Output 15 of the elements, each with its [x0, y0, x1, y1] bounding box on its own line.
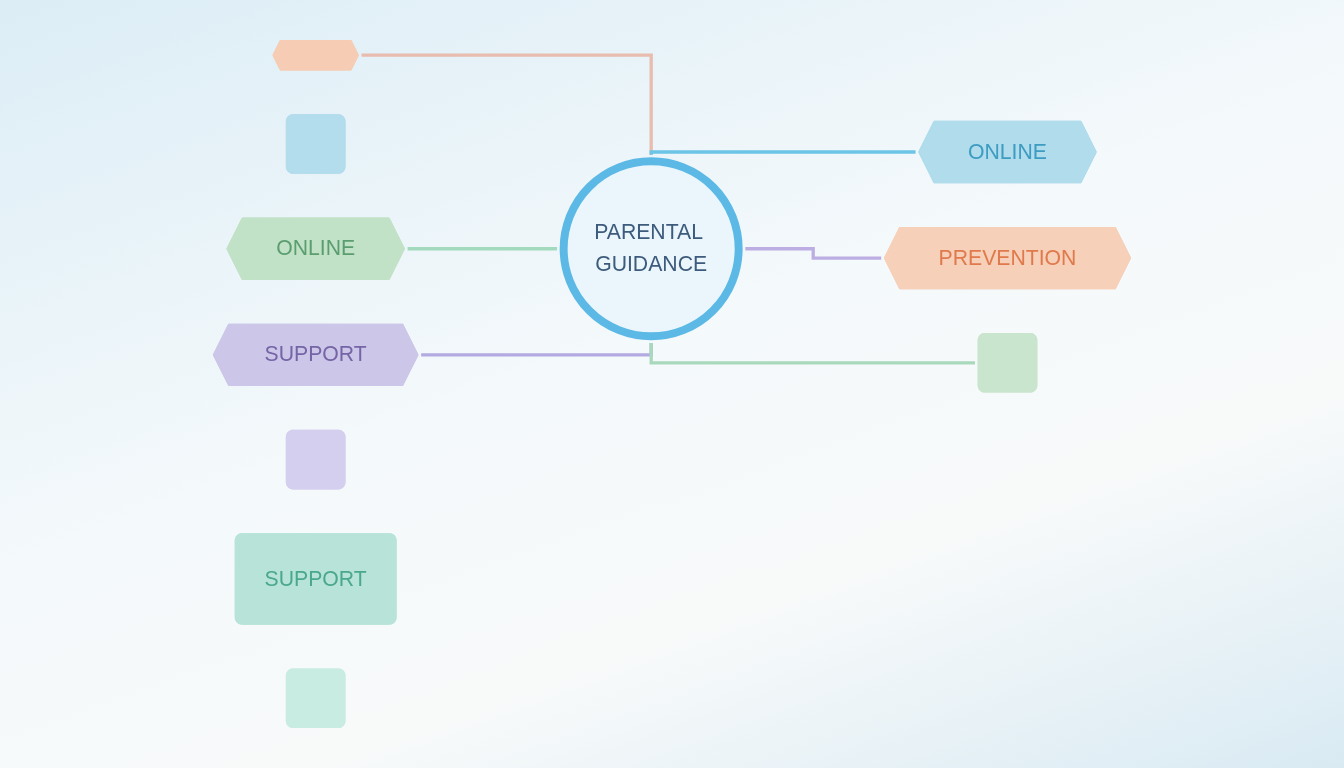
connector-line — [745, 247, 882, 260]
connector-line — [407, 247, 558, 251]
hexagon-node: ONLINE — [226, 217, 405, 280]
hexagon-node: PREVENTION — [883, 226, 1132, 290]
rounded-box-node — [977, 332, 1038, 393]
circle-node: PARENTAL GUIDANCE — [559, 157, 743, 341]
rounded-box-node — [285, 429, 346, 490]
rounded-box-node: SUPPORT — [234, 533, 397, 625]
hexagon-node — [272, 39, 359, 71]
connector-line — [649, 150, 916, 155]
rounded-box-node — [285, 114, 346, 174]
hexagon-node: SUPPORT — [212, 323, 419, 386]
rounded-box-node — [285, 668, 346, 729]
connector-line — [649, 342, 975, 365]
hexagon-node: ONLINE — [918, 120, 1097, 184]
